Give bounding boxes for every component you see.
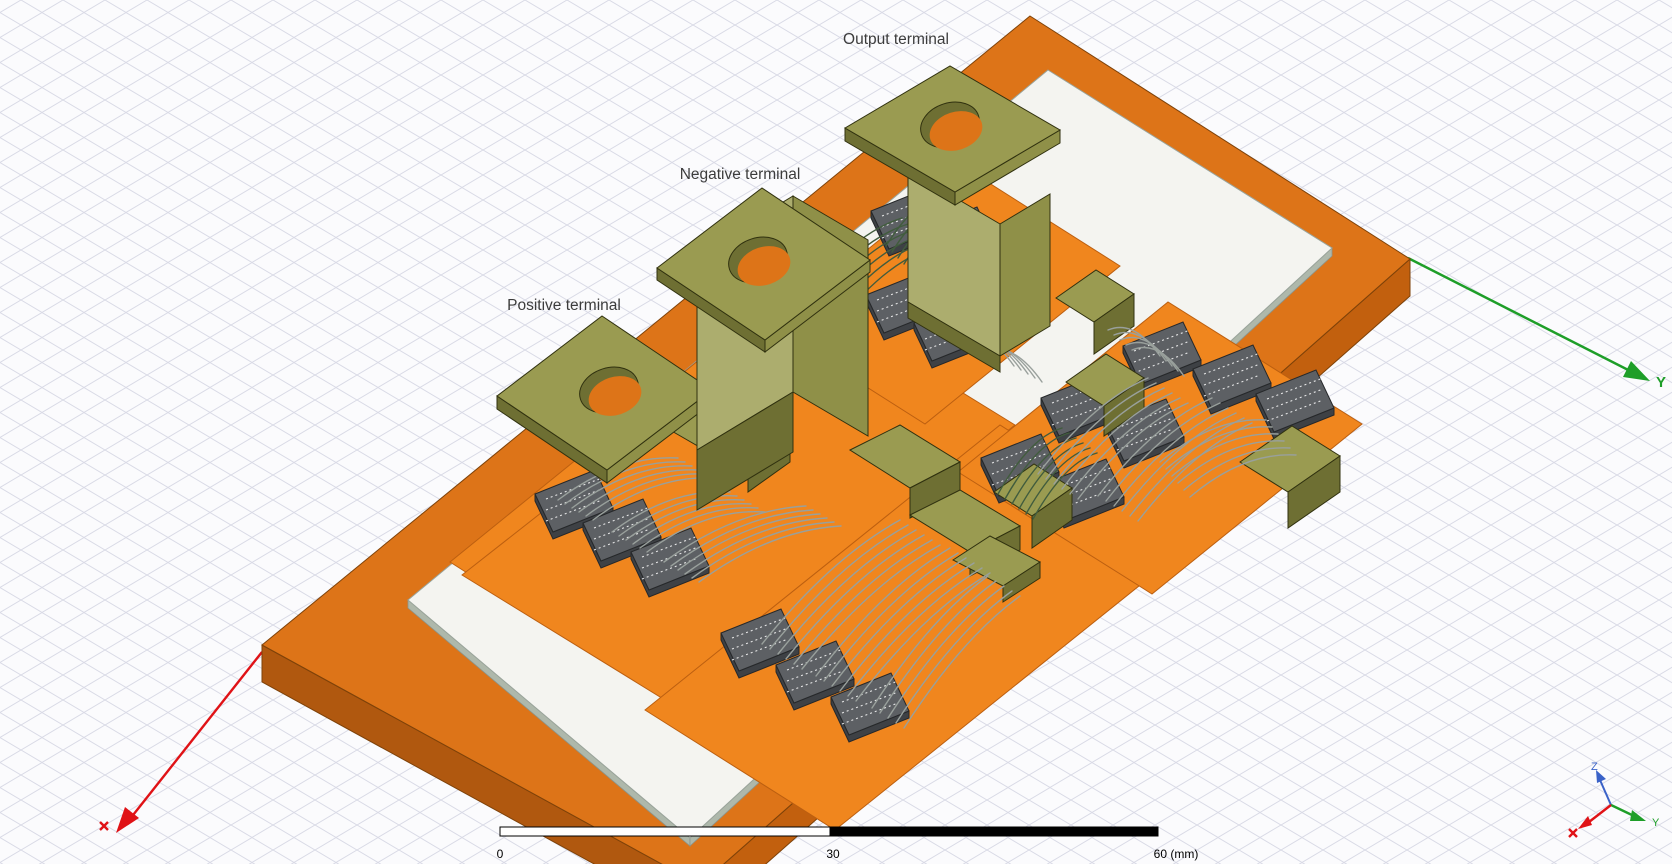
positive-terminal-label: Positive terminal — [507, 297, 621, 314]
triad-z-label: Z — [1591, 761, 1598, 773]
model-annotations: Output terminal Negative terminal Positi… — [507, 31, 949, 314]
output-terminal-hole — [920, 101, 983, 151]
triad-y-label: Y — [1652, 817, 1660, 829]
bond-wire-bundle — [663, 505, 842, 583]
bond-wire-bundle — [815, 547, 991, 702]
y-axis-line — [1407, 256, 1643, 379]
bond-wire-bundle — [871, 575, 1021, 729]
negative-terminal — [656, 187, 871, 511]
scale-bar: 0 30 60 (mm) — [497, 826, 1199, 861]
busbar-feet — [848, 269, 1341, 603]
scale-bar-white-half — [499, 826, 831, 837]
scale-tick-60: 60 (mm) — [1154, 847, 1199, 861]
output-terminal-label: Output terminal — [843, 31, 949, 48]
bond-wire-bundle — [1107, 326, 1185, 377]
positive-terminal-hole — [579, 366, 642, 416]
output-terminal — [844, 65, 1061, 373]
scale-bar-black-half — [829, 826, 1159, 837]
bond-wire-bundle — [1037, 377, 1189, 500]
negative-terminal-label: Negative terminal — [680, 166, 801, 183]
scale-tick-0: 0 — [497, 847, 504, 861]
bond-wire-bundle — [761, 519, 941, 670]
bond-wire-bundle — [1159, 419, 1297, 498]
x-axis-arrow — [99, 807, 139, 833]
negative-terminal-hole — [728, 236, 791, 286]
orientation-triad: Z Y — [1568, 761, 1660, 838]
y-axis-label: Y — [1656, 374, 1666, 391]
bond-wire-bundle — [611, 490, 766, 553]
die — [1192, 344, 1272, 415]
x-axis-line — [125, 651, 263, 825]
die — [775, 640, 855, 711]
x-axis-tip-marker — [99, 821, 109, 831]
triad-x-tip-marker — [1568, 828, 1578, 838]
die — [720, 608, 800, 679]
y-axis-arrow: Y — [1623, 361, 1666, 391]
scale-tick-30: 30 — [826, 847, 840, 861]
